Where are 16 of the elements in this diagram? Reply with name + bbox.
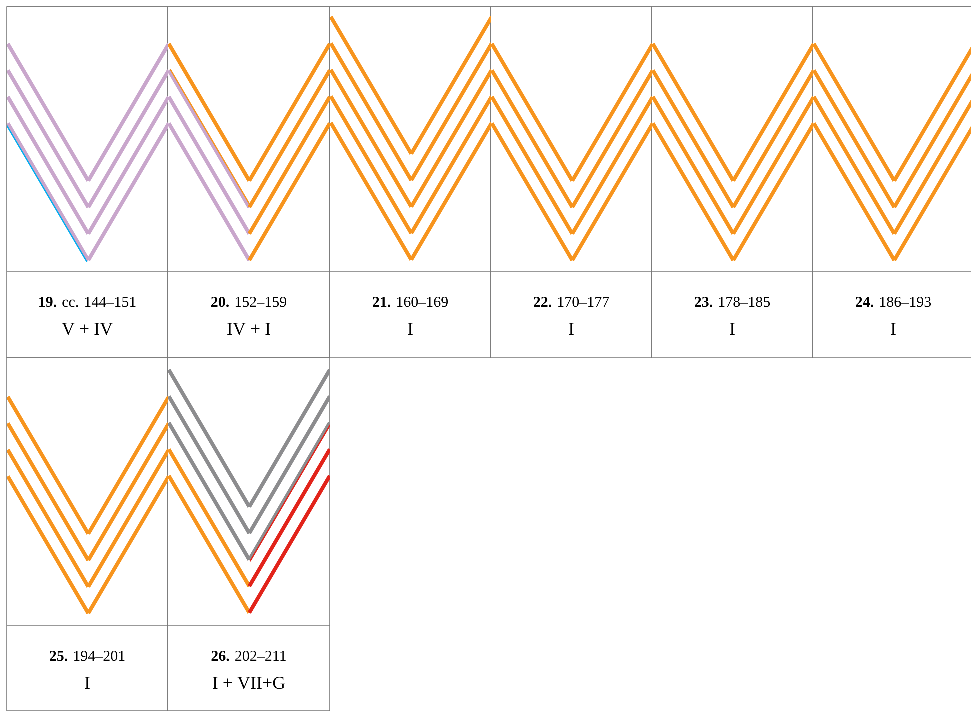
- cell-caption: 21. 160–169: [373, 297, 448, 308]
- cell-code: I + VII+G: [213, 677, 286, 690]
- cell-code: I: [408, 323, 413, 335]
- cell-caption: 25. 194–201: [50, 651, 125, 662]
- cell-code: I: [891, 323, 896, 335]
- cell-caption: 19. cc. 144–151: [40, 297, 136, 308]
- cell-caption: 23. 178–185: [695, 297, 770, 308]
- cell-code: IV + I: [228, 323, 270, 336]
- cell-code: I: [85, 677, 90, 689]
- cell-caption: 24. 186–193: [856, 297, 932, 308]
- cell-code: I: [730, 323, 735, 335]
- cell-caption: 26. 202–211: [212, 651, 286, 662]
- cell-caption: 20. 152–159: [212, 297, 287, 308]
- cell-code: V + IV: [62, 323, 113, 336]
- cell-code: I: [569, 323, 574, 335]
- cell-caption: 22. 170–177: [534, 297, 610, 308]
